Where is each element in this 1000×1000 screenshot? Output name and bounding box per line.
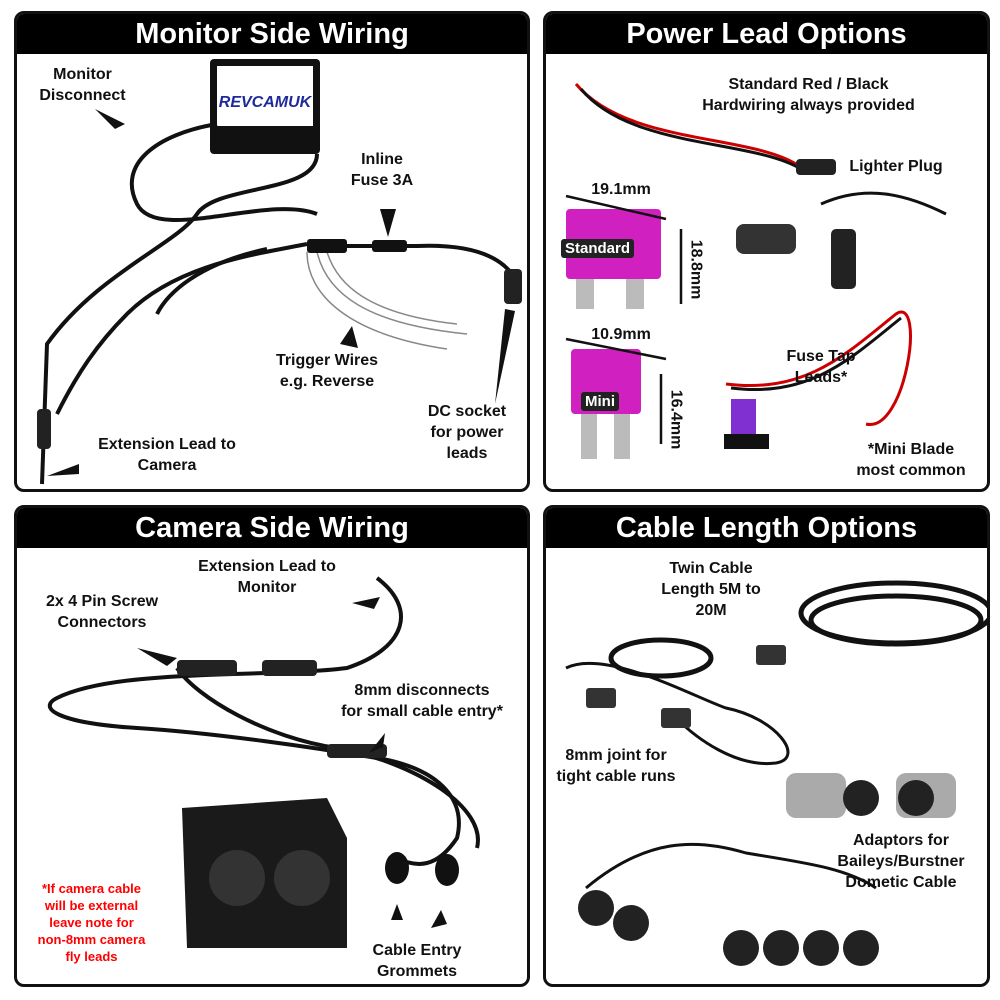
- mini-fuse-label: Mini: [581, 392, 619, 411]
- mini-fuse-width: 10.9mm: [591, 326, 651, 343]
- panel-power-lead-options: Power Lead Options Standard Red / Black …: [543, 11, 990, 492]
- label-cable-entry-grommets: Cable Entry Grommets: [372, 942, 462, 980]
- standard-fuse-height: 18.8mm: [687, 239, 705, 300]
- panel-title: Power Lead Options: [546, 14, 987, 54]
- mini-fuse-height: 16.4mm: [667, 389, 685, 450]
- panel-title: Cable Length Options: [546, 508, 987, 548]
- panel-monitor-side-wiring: Monitor Side Wiring REVCAMUK Monitor Dis…: [14, 11, 530, 492]
- label-extension-lead-monitor: Extension Lead to Monitor: [198, 558, 336, 596]
- label-standard-lead: Standard Red / Black Hardwiring always p…: [702, 76, 915, 114]
- panel-cable-length-options: Cable Length Options Twin Cable Length 5…: [543, 505, 990, 987]
- label-extension-lead: Extension Lead to Camera: [98, 436, 236, 474]
- label-inline-fuse: Inline Fuse 3A: [350, 151, 414, 189]
- camera-wiring-illustration: [47, 576, 480, 948]
- standard-fuse-width: 19.1mm: [591, 181, 651, 198]
- panel-title: Monitor Side Wiring: [17, 14, 527, 54]
- panel-title: Camera Side Wiring: [17, 508, 527, 548]
- monitor-brand-logo: REVCAMUK: [218, 94, 312, 111]
- label-8mm-joint: 8mm joint for tight cable runs: [556, 747, 676, 785]
- monitor-wiring-illustration: [37, 59, 522, 485]
- panel-camera-side-wiring: Camera Side Wiring Extension Lead to Mon…: [14, 505, 530, 987]
- label-twin-cable-length: Twin Cable Length 5M to 20M: [661, 560, 761, 619]
- label-fuse-tap-leads: Fuse Tap Leads*: [786, 348, 856, 386]
- label-external-cable-note: *If camera cable will be external leave …: [37, 881, 146, 964]
- label-lighter-plug: Lighter Plug: [849, 158, 943, 175]
- cable-options-illustration: [565, 580, 987, 966]
- label-mini-blade-note: *Mini Blade most common: [856, 441, 966, 479]
- label-adaptors: Adaptors for Baileys/Burstner Dometic Ca…: [837, 832, 965, 891]
- standard-fuse-label: Standard: [561, 239, 635, 258]
- power-leads-illustration: [565, 83, 947, 459]
- label-monitor-disconnect: Monitor Disconnect: [39, 66, 126, 104]
- label-trigger-wires: Trigger Wires e.g. Reverse: [275, 352, 379, 390]
- label-8mm-disconnects: 8mm disconnects for small cable entry*: [341, 682, 503, 720]
- label-dc-socket: DC socket for power leads: [427, 403, 507, 462]
- label-screw-connectors: 2x 4 Pin Screw Connectors: [45, 593, 159, 631]
